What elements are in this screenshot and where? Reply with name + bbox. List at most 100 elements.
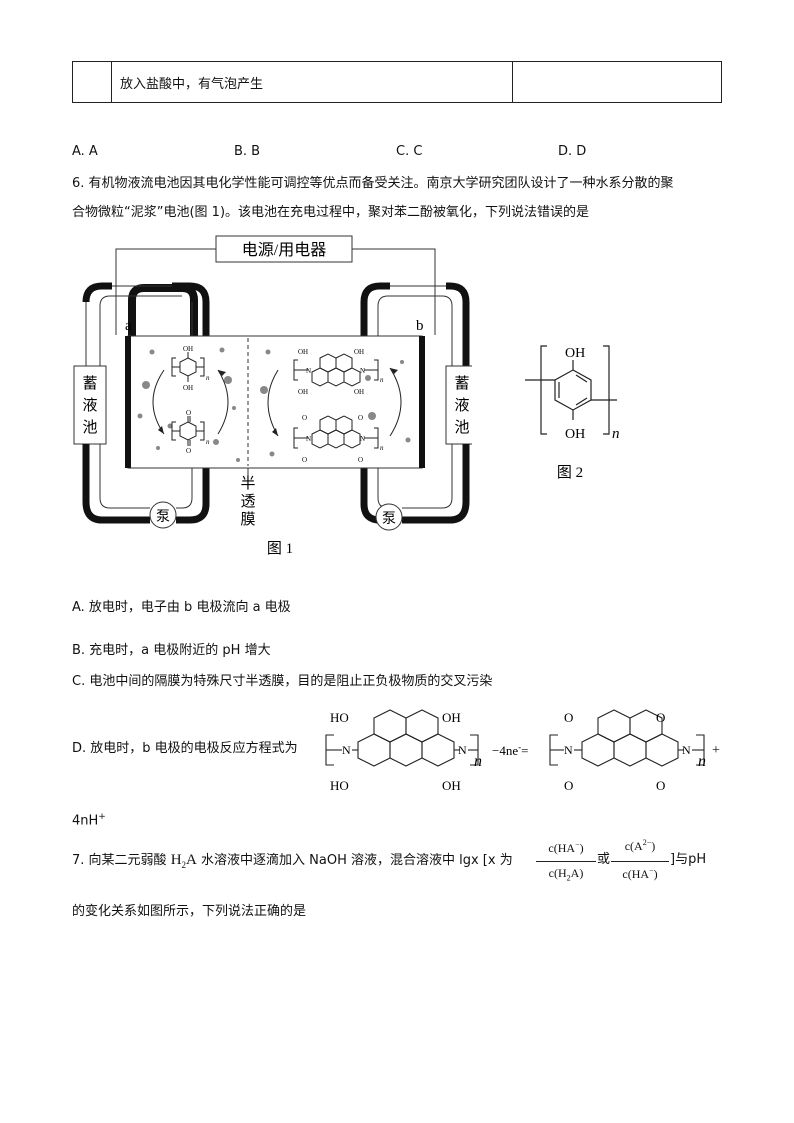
product-o: O bbox=[564, 778, 573, 793]
reservoir-right-char: 液 bbox=[454, 397, 469, 414]
atom-oh: OH bbox=[183, 384, 193, 392]
atom-n: N bbox=[360, 435, 365, 443]
q6-option-d-prefix: D. 放电时，b 电极的电极反应方程式为 bbox=[72, 741, 298, 756]
frac1-den-end: A) bbox=[570, 866, 584, 880]
wire-right bbox=[352, 248, 436, 335]
fig2-oh-top: OH bbox=[565, 346, 585, 361]
wire-left bbox=[115, 248, 216, 335]
oxidized-ndi-structure bbox=[293, 415, 379, 449]
frac1-den-sub: 2 bbox=[566, 873, 571, 883]
quinone-structure bbox=[171, 416, 205, 446]
fraction1-numerator: c(HA−) bbox=[536, 840, 596, 856]
membrane-label-char: 膜 bbox=[240, 511, 255, 528]
h2a-a: A bbox=[186, 852, 197, 868]
q7-line2: 的变化关系如图所示，下列说法正确的是 bbox=[72, 904, 307, 919]
subscript-n: n bbox=[380, 444, 384, 452]
atom-n: N bbox=[306, 435, 311, 443]
product-o: O bbox=[564, 710, 573, 725]
atom-n: N bbox=[360, 367, 365, 375]
frac1-num-sup: − bbox=[575, 840, 580, 849]
atom-oh: OH bbox=[354, 348, 364, 356]
reservoir-left-char: 液 bbox=[82, 397, 97, 414]
figure-1-caption: 图 1 bbox=[267, 540, 293, 557]
q6-stem-line2: 合物微粒“泥浆”电池(图 1)。该电池在充电过程中，聚对苯二酚被氧化，下列说法错… bbox=[72, 205, 590, 220]
subscript-n: n bbox=[206, 374, 210, 382]
reservoir-left-char: 池 bbox=[82, 419, 97, 436]
pipe-left-top bbox=[128, 284, 198, 336]
reactant-subscript-n: n bbox=[474, 753, 482, 770]
frac1-num-end: ) bbox=[579, 841, 584, 855]
minus-4ne: −4ne bbox=[492, 743, 518, 758]
hydrogen-ion: 4nH bbox=[72, 813, 99, 829]
q6-option-d-tail: 4nH+ bbox=[72, 809, 106, 829]
membrane-label-char: 透 bbox=[240, 493, 255, 510]
h2a-formula: H2A bbox=[170, 852, 197, 870]
table-row: 放入盐酸中，有气泡产生 bbox=[72, 61, 722, 103]
product-o: O bbox=[656, 778, 665, 793]
power-box bbox=[215, 235, 353, 263]
figure-2-caption: 图 2 bbox=[557, 464, 583, 481]
atom-o: O bbox=[186, 409, 191, 417]
subscript-n: n bbox=[380, 376, 384, 384]
reservoir-right-char: 池 bbox=[454, 419, 469, 436]
reactant-oh: HO bbox=[330, 710, 349, 725]
q7-mid: 水溶液中逐滴加入 NaOH 溶液，混合溶液中 lgx [x 为 bbox=[201, 853, 513, 868]
pump-left bbox=[149, 501, 177, 529]
reactant-oh: OH bbox=[442, 778, 461, 793]
q7-suffix: ]与pH bbox=[670, 852, 707, 867]
atom-o: O bbox=[186, 447, 191, 455]
q5-option-d: D. D bbox=[558, 144, 587, 159]
frac2-den: c(HA bbox=[622, 867, 650, 881]
q7-line1: 7. 向某二元弱酸 H2A 水溶液中逐滴加入 NaOH 溶液，混合溶液中 lgx… bbox=[72, 852, 513, 873]
frac2-den-end: ) bbox=[653, 867, 658, 881]
membrane-label-char: 半 bbox=[240, 475, 255, 492]
equals-sign: = bbox=[521, 743, 528, 758]
electrode-b-label: b bbox=[416, 318, 424, 334]
option-d-equation: HO OH HO OH N N n −4ne-= O O O O N N n + bbox=[325, 709, 720, 793]
reactant-oh: OH bbox=[442, 710, 461, 725]
atom-o: O bbox=[358, 414, 363, 422]
table-cell-conclusion bbox=[512, 61, 722, 103]
reservoir-right bbox=[445, 365, 472, 445]
fig2-subscript-n: n bbox=[612, 426, 620, 442]
fraction2-bar bbox=[611, 861, 669, 862]
q7-or: 或 bbox=[597, 852, 611, 867]
q6-option-b: B. 充电时，a 电极附近的 pH 增大 bbox=[72, 643, 271, 658]
h2a-sub: 2 bbox=[181, 860, 187, 870]
q5-option-c: C. C bbox=[396, 144, 423, 159]
reservoir-left-char: 蓄 bbox=[82, 375, 97, 392]
pump-right-label: 泵 bbox=[382, 512, 396, 527]
reservoir-right-char: 蓄 bbox=[454, 375, 469, 392]
fraction1-denominator: c(H2A) bbox=[536, 866, 596, 882]
reactant-oh: HO bbox=[330, 778, 349, 793]
frac2-num-sup: 2− bbox=[642, 838, 652, 847]
product-o: O bbox=[656, 710, 665, 725]
frac1-den: c(H bbox=[548, 866, 567, 880]
h2a-h: H bbox=[170, 852, 182, 868]
product-n: N bbox=[682, 743, 691, 757]
product-structure bbox=[549, 709, 705, 767]
frac1-num: c(HA bbox=[548, 841, 576, 855]
atom-o: O bbox=[302, 456, 307, 464]
figure-1-battery-diagram: 电源/用电器 蓄 液 池 泵 蓄 液 池 泵 a b bbox=[73, 235, 472, 557]
table-cell-index bbox=[72, 61, 112, 103]
q5-option-b: B. B bbox=[234, 144, 261, 159]
reactant-structure bbox=[325, 709, 479, 767]
reactant-n: N bbox=[458, 743, 467, 757]
arrow-right-up bbox=[389, 367, 402, 437]
particles bbox=[137, 347, 411, 462]
fraction2-denominator: c(HA−) bbox=[611, 866, 669, 882]
electrode-b bbox=[419, 336, 425, 468]
figure-2-hydroquinone-polymer: OH OH n 图 2 bbox=[525, 345, 620, 481]
q6-option-c: C. 电池中间的隔膜为特殊尺寸半透膜，目的是阻止正负极物质的交叉污染 bbox=[72, 674, 493, 689]
atom-o: O bbox=[302, 414, 307, 422]
electrode-a-label: a bbox=[125, 318, 132, 334]
arrow-left-up bbox=[217, 369, 229, 435]
pump-left-label: 泵 bbox=[156, 510, 170, 525]
q6-stem-line1: 6. 有机物液流电池因其电化学性能可调控等优点而备受关注。南京大学研究团队设计了… bbox=[72, 176, 674, 191]
atom-oh: OH bbox=[183, 345, 193, 353]
q7-prefix: 7. 向某二元弱酸 bbox=[72, 853, 167, 868]
hydroquinone-structure bbox=[171, 352, 205, 382]
reduced-ndi-structure bbox=[293, 353, 379, 387]
atom-oh: OH bbox=[298, 348, 308, 356]
